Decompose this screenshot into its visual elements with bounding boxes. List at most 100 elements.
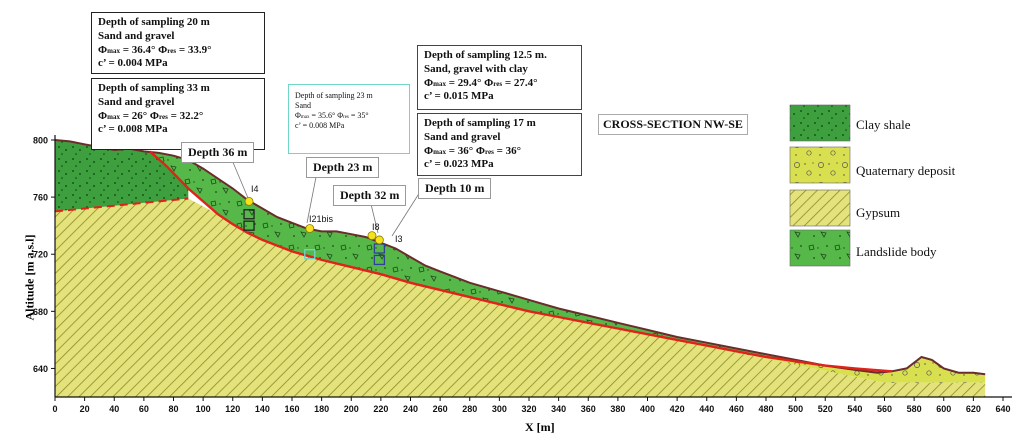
leader-depth-36 — [231, 159, 249, 199]
legend-swatch-quaternary — [789, 146, 851, 184]
x-tick-label: 0 — [52, 404, 57, 414]
sampling-soil: Sand and gravel — [98, 29, 175, 42]
x-tick-label: 500 — [788, 404, 803, 414]
clay-gypsum-contact-line — [54, 197, 189, 213]
legend-label-landslide-body: Landslide body — [856, 244, 937, 259]
y-tick-label: 680 — [33, 307, 48, 317]
borehole-marker-i3 — [374, 235, 384, 245]
sampling-box-33m: Depth of sampling 33 m Sand and gravel Φ… — [91, 78, 265, 150]
x-tick-label: 260 — [433, 404, 448, 414]
x-tick-label: 520 — [818, 404, 833, 414]
cross-section-title: CROSS-SECTION NW-SE — [598, 114, 748, 135]
sampling-soil: Sand — [295, 101, 311, 110]
x-tick-label: 80 — [168, 404, 178, 414]
legend-swatches — [789, 104, 851, 267]
depth-callout-23: Depth 23 m — [306, 157, 380, 178]
sampling-box-12-5m: Depth of sampling 12.5 m. Sand, gravel w… — [417, 45, 582, 110]
legend-label-clay-shale: Clay shale — [856, 117, 911, 132]
sampling-depth: Depth of sampling 23 m — [295, 91, 373, 100]
x-tick-label: 200 — [344, 404, 359, 414]
sampling-phi: Φmax = 36° Φres = 36° — [424, 144, 522, 157]
sampling-soil: Sand and gravel — [98, 95, 175, 108]
x-tick-label: 440 — [699, 404, 714, 414]
x-tick-label: 600 — [936, 404, 951, 414]
borehole-label-i21bis: I21bis — [309, 214, 334, 224]
sampling-depth: Depth of sampling 17 m — [424, 117, 536, 129]
sampling-box-23m: Depth of sampling 23 m Sand Φmax = 35.6°… — [288, 84, 410, 154]
gypsum-layer — [55, 198, 986, 397]
x-tick-label: 540 — [847, 404, 862, 414]
sampling-box-20m: Depth of sampling 20 m Sand and gravel Φ… — [91, 12, 265, 74]
y-tick-label: 800 — [33, 136, 48, 146]
x-tick-label: 620 — [966, 404, 981, 414]
x-tick-label: 400 — [640, 404, 655, 414]
x-tick-label: 360 — [581, 404, 596, 414]
x-tick-label: 580 — [907, 404, 922, 414]
borehole-marker-i4 — [244, 196, 254, 206]
x-tick-label: 340 — [551, 404, 566, 414]
ground-surface-line — [54, 139, 986, 376]
clay-shale-layer — [55, 140, 189, 212]
sampling-cohesion: c’ = 0.004 MPa — [98, 57, 168, 70]
borehole-label-i8: I8 — [372, 222, 380, 232]
sampling-phi: Φmax = 26° Φres = 32.2° — [98, 109, 204, 122]
y-tick-label: 640 — [33, 364, 48, 374]
sampling-soil: Sand, gravel with clay — [424, 62, 528, 75]
borehole-label-i4: I4 — [251, 184, 259, 194]
quaternary-deposit-layer — [499, 304, 986, 383]
x-tick-label: 560 — [877, 404, 892, 414]
plot-area — [54, 139, 986, 397]
x-tick-label: 640 — [995, 404, 1010, 414]
sampling-box-17m: Depth of sampling 17 m Sand and gravel Φ… — [417, 113, 582, 176]
x-tick-label: 240 — [403, 404, 418, 414]
leader-depth-23 — [306, 171, 318, 224]
sample-marker-i21bis — [304, 249, 316, 260]
x-tick-label: 220 — [373, 404, 388, 414]
sample-marker-i3-lower — [373, 254, 386, 266]
leader-depth-10 — [391, 191, 421, 237]
sampling-soil: Sand and gravel — [424, 130, 501, 143]
sampling-cohesion: c’ = 0.023 MPa — [424, 158, 494, 171]
x-tick-label: 120 — [225, 404, 240, 414]
legend-swatch-gypsum — [789, 189, 851, 227]
sampling-phi: Φmax = 29.4° Φres = 27.4° — [424, 76, 538, 89]
sample-marker-i4-upper — [243, 209, 255, 220]
sampling-cohesion: c’ = 0.008 MPa — [295, 121, 345, 131]
borehole-marker-i21 — [305, 224, 315, 233]
depth-callout-10: Depth 10 m — [418, 178, 492, 199]
x-tick-label: 460 — [729, 404, 744, 414]
y-axis-label: Altitude [m a.s.l] — [22, 234, 37, 321]
x-tick-label: 420 — [670, 404, 685, 414]
slip-surface-line — [149, 150, 892, 373]
borehole-marker-i8 — [367, 231, 377, 241]
sampling-depth: Depth of sampling 33 m — [98, 82, 210, 94]
sampling-phi: Φmax = 36.4° Φres = 33.9° — [98, 43, 212, 56]
legend-swatch-clay-shale — [789, 104, 851, 142]
sampling-cohesion: c’ = 0.008 MPa — [98, 123, 168, 136]
x-tick-label: 180 — [314, 404, 329, 414]
x-tick-label: 300 — [492, 404, 507, 414]
x-tick-label: 480 — [758, 404, 773, 414]
legend-label-quaternary: Quaternary deposit — [856, 163, 956, 178]
y-tick-label: 720 — [33, 250, 48, 260]
sampling-phi: Φmax = 35.6° Φres = 35° — [295, 111, 369, 120]
x-tick-label: 160 — [284, 404, 299, 414]
x-tick-label: 20 — [80, 404, 90, 414]
x-tick-label: 100 — [196, 404, 211, 414]
x-tick-label: 140 — [255, 404, 270, 414]
sample-marker-i4-lower — [243, 220, 255, 231]
sampling-cohesion: c’ = 0.015 MPa — [424, 90, 494, 103]
sampling-depth: Depth of sampling 20 m — [98, 16, 210, 28]
x-tick-label: 40 — [109, 404, 119, 414]
y-tick-label: 760 — [33, 193, 48, 203]
legend-label-gypsum: Gypsum — [856, 205, 901, 220]
depth-callout-36: Depth 36 m — [181, 142, 255, 163]
legend-swatch-landslide — [789, 229, 851, 267]
x-axis-label: X [m] — [525, 420, 555, 434]
x-tick-label: 60 — [139, 404, 149, 414]
depth-callout-32: Depth 32 m — [333, 185, 407, 206]
x-tick-label: 320 — [521, 404, 536, 414]
x-tick-label: 380 — [610, 404, 625, 414]
